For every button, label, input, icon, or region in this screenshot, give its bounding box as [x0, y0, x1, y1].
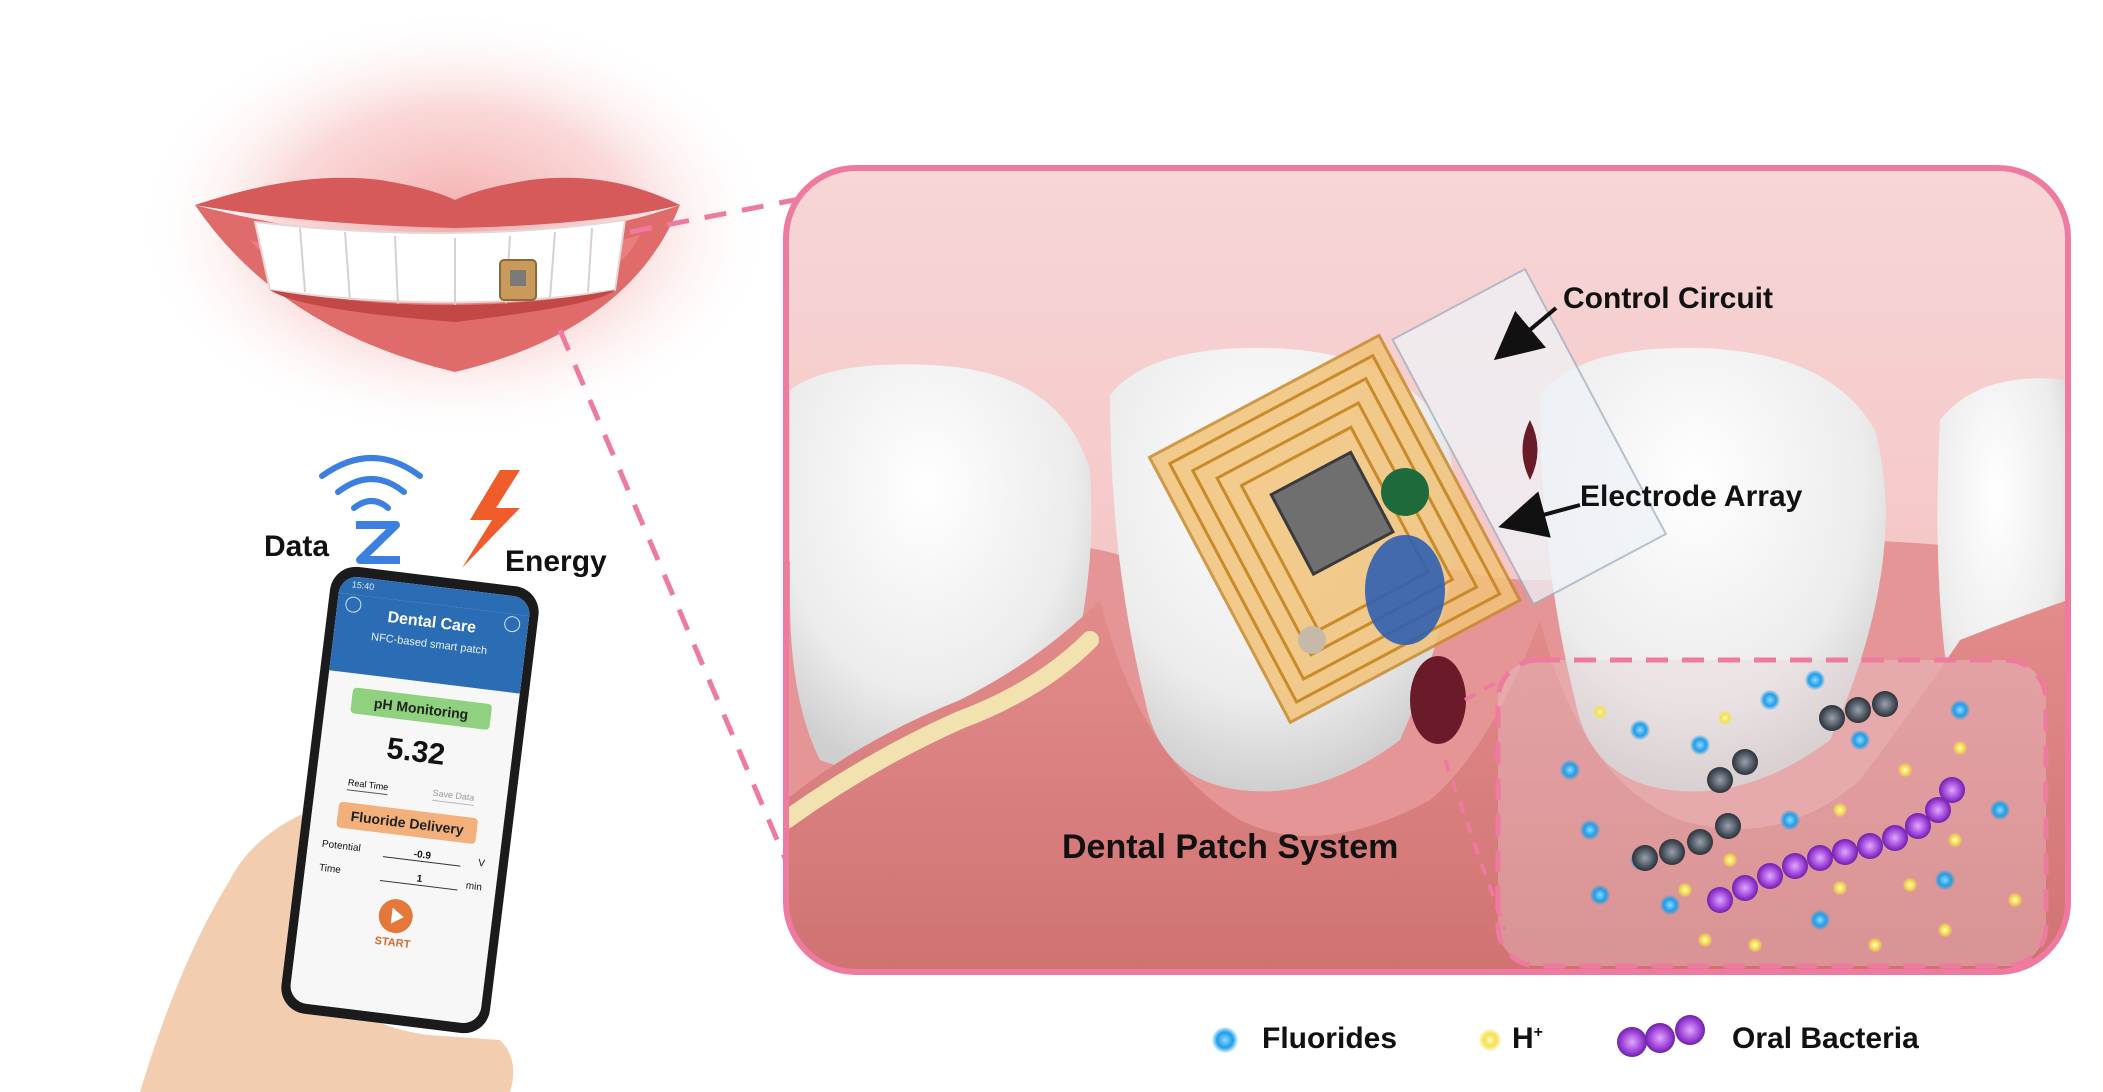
potential-input[interactable]: -0.9 — [382, 845, 462, 867]
energy-label: Energy — [505, 545, 607, 578]
bacteria-inset — [1443, 657, 2049, 969]
hand-illustration — [140, 815, 514, 1092]
legend-fluorides-label: Fluorides — [1262, 1022, 1398, 1055]
legend-proton-text: H — [1512, 1022, 1534, 1055]
legend-oral-bacteria-label: Oral Bacteria — [1732, 1022, 1919, 1055]
zoom-panel-illustration — [786, 168, 2068, 972]
legend-bacteria-marker — [1617, 1015, 1705, 1057]
wireless-signal-icon — [319, 455, 423, 511]
potential-label: Potential — [321, 838, 362, 855]
lips-illustration — [195, 177, 680, 372]
time-unit: min — [465, 880, 483, 894]
control-circuit-arrow — [1493, 306, 1558, 361]
data-label: Data — [264, 530, 330, 563]
zoom-panel-frame — [783, 165, 2071, 975]
legend-proton-sup: + — [1533, 1024, 1544, 1041]
time-input[interactable]: 1 — [379, 869, 459, 891]
fluoride-delivery-button[interactable]: Fluoride Delivery — [336, 801, 479, 845]
tab-save-data[interactable]: Save Data — [431, 787, 475, 806]
tab-real-time[interactable]: Real Time — [347, 777, 389, 796]
callout-line-bottom — [557, 329, 793, 871]
start-button[interactable] — [376, 897, 415, 936]
legend-proton-marker — [1479, 1029, 1501, 1051]
ph-monitoring-button[interactable]: pH Monitoring — [350, 687, 493, 731]
control-circuit-label: Control Circuit — [1563, 282, 1773, 315]
ph-value: 5.32 — [384, 731, 447, 772]
status-time: 15:40 — [351, 579, 375, 593]
legend-proton-label: H+ — [1512, 1022, 1543, 1056]
electrode-array-arrow — [1498, 491, 1581, 538]
lightning-bolt-icon — [462, 470, 520, 568]
electrode-array-label: Electrode Array — [1580, 480, 1803, 513]
dental-patch-system-label: Dental Patch System — [1062, 828, 1399, 866]
callout-line-top — [629, 195, 806, 235]
potential-unit: V — [477, 857, 486, 870]
nfc-z-icon — [356, 521, 400, 564]
time-label: Time — [318, 862, 342, 877]
legend-fluoride-marker — [1212, 1027, 1238, 1053]
